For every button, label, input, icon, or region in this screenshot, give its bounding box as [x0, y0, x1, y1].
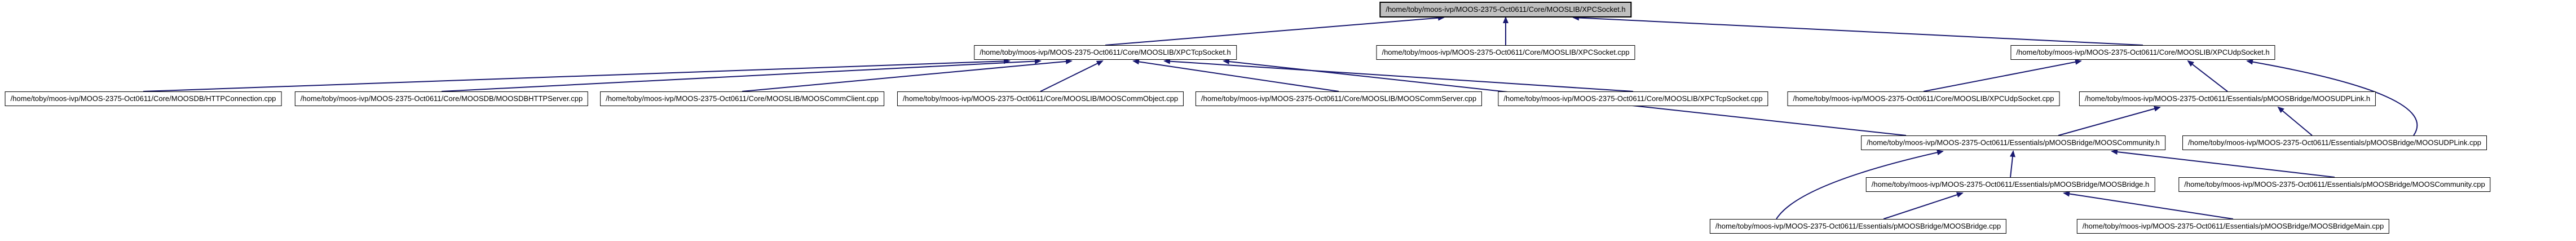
include-edge-mooscommunity_cpp-to-mooscommunity_h [2111, 149, 2335, 178]
include-edge-xpcudpsocket_cpp-to-xpcudpsocket_h [1923, 59, 2082, 92]
graph-node-mooscommunity_h[interactable]: /home/toby/moos-ivp/MOOS-2375-Oct0611/Es… [1861, 135, 2165, 150]
include-edge-moosbridge_cpp-to-moosbridge_h [1883, 192, 1964, 220]
include-edge-moosbridge_cpp-to-mooscommunity_h [1776, 150, 1944, 220]
graph-node-xpcudpsocket_h[interactable]: /home/toby/moos-ivp/MOOS-2375-Oct0611/Co… [2010, 45, 2275, 60]
graph-node-xpcsocket_cpp[interactable]: /home/toby/moos-ivp/MOOS-2375-Oct0611/Co… [1376, 45, 1635, 60]
include-edge-moosdbhttpserver_cpp-to-xpctcpsocket_h [441, 58, 1042, 92]
include-edge-moosbridge_h-to-mooscommunity_h [2009, 150, 2015, 178]
graph-node-moosbridge_h[interactable]: /home/toby/moos-ivp/MOOS-2375-Oct0611/Es… [1865, 177, 2155, 192]
include-edge-moosudplink_cpp-to-xpcudpsocket_h [2246, 59, 2418, 136]
include-edge-moosbridgemain_cpp-to-moosbridge_h [2063, 191, 2234, 220]
graph-node-moosudplink_cpp[interactable]: /home/toby/moos-ivp/MOOS-2375-Oct0611/Es… [2182, 135, 2487, 150]
graph-node-moosbridgemain_cpp[interactable]: /home/toby/moos-ivp/MOOS-2375-Oct0611/Es… [2076, 219, 2390, 234]
graph-node-moosbridge_cpp[interactable]: /home/toby/moos-ivp/MOOS-2375-Oct0611/Es… [1709, 219, 2007, 234]
graph-node-mooscommunity_cpp[interactable]: /home/toby/moos-ivp/MOOS-2375-Oct0611/Es… [2178, 177, 2491, 192]
include-edge-mooscommserver_cpp-to-xpctcpsocket_h [1132, 59, 1339, 92]
graph-node-mooscommserver_cpp[interactable]: /home/toby/moos-ivp/MOOS-2375-Oct0611/Co… [1195, 91, 1483, 106]
graph-node-mooscommobject_cpp[interactable]: /home/toby/moos-ivp/MOOS-2375-Oct0611/Co… [897, 91, 1184, 106]
include-edge-xpcudpsocket_h-to-xpcsocket_h [1572, 15, 2143, 46]
include-edge-xpctcpsocket_cpp-to-xpctcpsocket_h [1163, 58, 1634, 92]
graph-node-httpconnection_cpp[interactable]: /home/toby/moos-ivp/MOOS-2375-Oct0611/Co… [5, 91, 282, 106]
include-edge-mooscommobject_cpp-to-xpctcpsocket_h [1040, 60, 1104, 92]
graph-node-xpctcpsocket_cpp[interactable]: /home/toby/moos-ivp/MOOS-2375-Oct0611/Co… [1498, 91, 1768, 106]
graph-node-moosdbhttpserver_cpp[interactable]: /home/toby/moos-ivp/MOOS-2375-Oct0611/Co… [294, 91, 589, 106]
graph-node-mooscommclient_cpp[interactable]: /home/toby/moos-ivp/MOOS-2375-Oct0611/Co… [600, 91, 884, 106]
graph-node-xpcudpsocket_cpp[interactable]: /home/toby/moos-ivp/MOOS-2375-Oct0611/Co… [1787, 91, 2060, 106]
include-edge-mooscommunity_h-to-moosudplink_h [2058, 106, 2161, 136]
include-edge-mooscommclient_cpp-to-xpctcpsocket_h [742, 58, 1073, 92]
include-edge-moosudplink_h-to-xpcudpsocket_h [2187, 60, 2228, 92]
graph-node-xpctcpsocket_h[interactable]: /home/toby/moos-ivp/MOOS-2375-Oct0611/Co… [974, 45, 1237, 60]
include-edge-httpconnection_cpp-to-xpctcpsocket_h [143, 58, 1011, 92]
graph-node-xpcsocket_h[interactable]: /home/toby/moos-ivp/MOOS-2375-Oct0611/Co… [1379, 2, 1632, 17]
graph-node-moosudplink_h[interactable]: /home/toby/moos-ivp/MOOS-2375-Oct0611/Es… [2079, 91, 2376, 106]
include-edge-xpctcpsocket_h-to-xpcsocket_h [1105, 15, 1445, 46]
include-edge-moosudplink_cpp-to-moosudplink_h [2277, 106, 2313, 136]
